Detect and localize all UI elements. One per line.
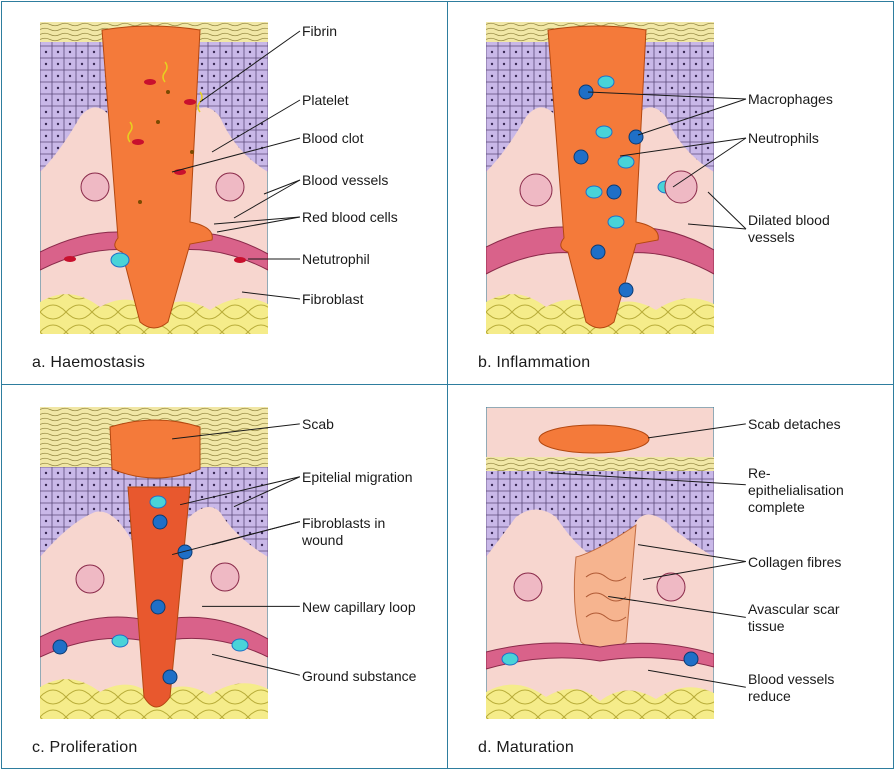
label-fibroblasts-in-wound: Fibroblasts in wound <box>302 515 412 549</box>
label-neutrophils: Neutrophils <box>748 130 819 147</box>
caption-inflammation: b. Inflammation <box>478 354 590 372</box>
panel-inflammation: Macrophages Neutrophils Dilated blood ve… <box>447 1 894 385</box>
proliferation-illustration <box>40 407 268 719</box>
caption-proliferation: c. Proliferation <box>32 739 137 757</box>
caption-maturation: d. Maturation <box>478 739 574 757</box>
maturation-illustration <box>486 407 714 719</box>
label-epitelial-migration: Epitelial migration <box>302 469 413 486</box>
panel-proliferation: Scab Epitelial migration Fibroblasts in … <box>1 384 448 769</box>
panel-haemostasis: Fibrin Platelet Blood clot Blood vessels… <box>1 1 448 385</box>
label-ground-substance: Ground substance <box>302 668 416 685</box>
label-red-blood-cells: Red blood cells <box>302 209 398 226</box>
haemostasis-illustration <box>40 22 268 334</box>
label-scab: Scab <box>302 416 334 433</box>
label-neutrophil: Netutrophil <box>302 251 370 268</box>
label-avascular-scar-tissue: Avascular scar tissue <box>748 601 848 635</box>
label-scab-detaches: Scab detaches <box>748 416 841 433</box>
label-fibroblast: Fibroblast <box>302 291 363 308</box>
label-fibrin: Fibrin <box>302 23 337 40</box>
label-platelet: Platelet <box>302 92 349 109</box>
label-macrophages: Macrophages <box>748 91 833 108</box>
label-blood-vessels: Blood vessels <box>302 172 388 189</box>
label-collagen-fibres: Collagen fibres <box>748 554 841 571</box>
label-dilated-blood-vessels: Dilated blood vessels <box>748 212 848 246</box>
caption-haemostasis: a. Haemostasis <box>32 354 145 372</box>
label-blood-clot: Blood clot <box>302 130 363 147</box>
label-re-epithelialisation-complete: Re-epithelialisation complete <box>748 465 858 516</box>
panel-maturation: Scab detaches Re-epithelialisation compl… <box>447 384 894 769</box>
inflammation-illustration <box>486 22 714 334</box>
label-new-capillary-loop: New capillary loop <box>302 599 416 616</box>
label-blood-vessels-reduce: Blood vessels reduce <box>748 671 848 705</box>
